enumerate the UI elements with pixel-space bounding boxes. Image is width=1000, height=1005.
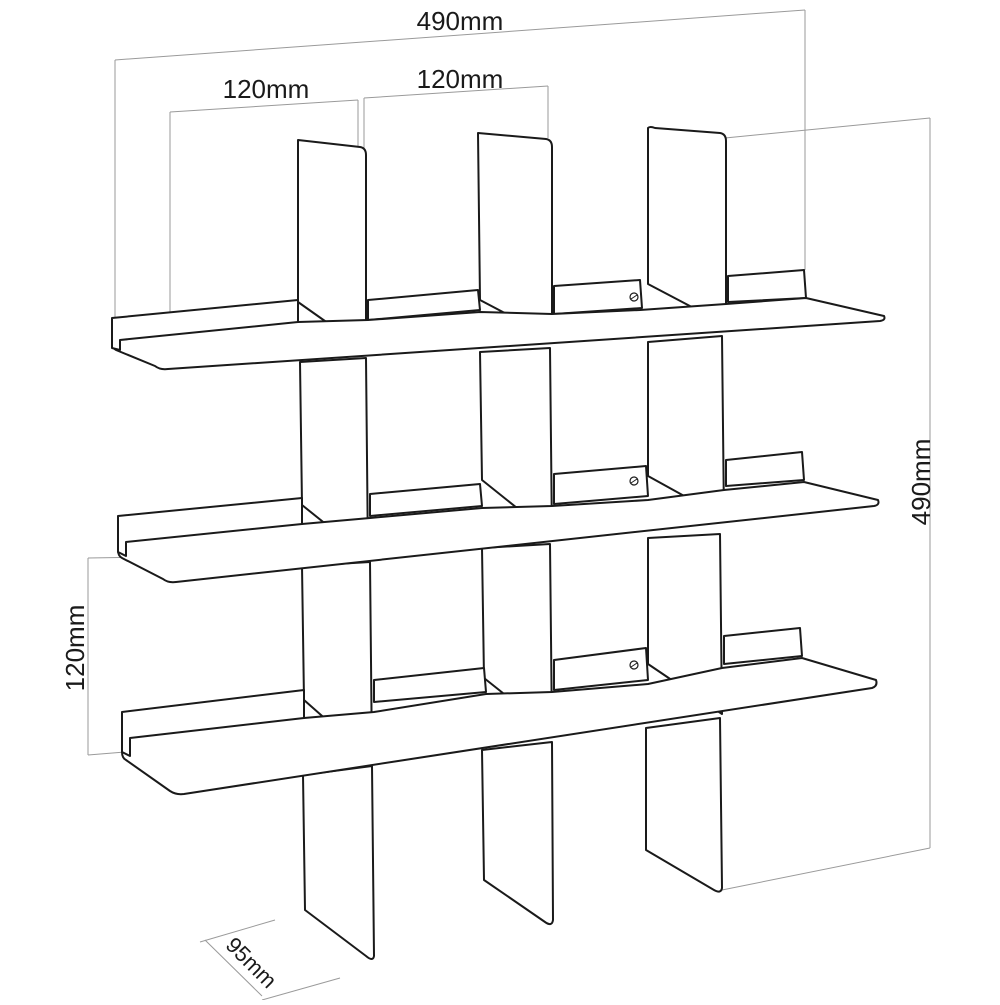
panel-a-bottom xyxy=(302,765,375,960)
screw-icon xyxy=(629,476,639,486)
shelf-2-board xyxy=(117,481,880,584)
label-total-height: 490mm xyxy=(906,439,936,526)
shelf-2-lip-c xyxy=(553,465,649,505)
dim-depth-line xyxy=(204,939,263,997)
shelf-1-lip-a xyxy=(111,299,299,351)
dim-compartment-height-ext-bottom xyxy=(87,751,126,756)
shelf-3-lip-c xyxy=(553,647,649,691)
shelf-2 xyxy=(117,451,880,584)
shelf-1 xyxy=(111,269,886,371)
shelf-1-lip-b xyxy=(367,289,481,321)
dim-compartment2-line xyxy=(363,85,549,99)
panel-b-bottom xyxy=(481,741,554,926)
label-depth: 95mm xyxy=(221,932,282,993)
divider-panel-c xyxy=(645,126,727,893)
panel-c-bottom xyxy=(645,717,723,893)
dim-total-width-line xyxy=(114,9,806,61)
dim-total-height-ext-bottom xyxy=(721,847,931,891)
panel-b-top xyxy=(477,132,553,339)
shelf-2-lip-a xyxy=(117,497,303,557)
shelf-3-lip-d xyxy=(723,627,803,665)
dim-total-height-ext-top xyxy=(724,117,931,139)
shelf-3-lip-a xyxy=(121,689,305,757)
shelf-2-lip-b xyxy=(369,483,483,517)
screw-icon xyxy=(629,292,639,302)
dim-depth-ext-bottom xyxy=(261,977,341,1001)
label-compartment-width-1: 120mm xyxy=(223,74,310,104)
panel-c-top xyxy=(647,126,727,326)
screw-icon xyxy=(629,660,639,670)
panel-c-low xyxy=(647,533,723,715)
shelf-1-lip-d xyxy=(727,269,807,303)
shelf-3-lip-b xyxy=(373,667,487,703)
shelf-3-board xyxy=(121,657,878,796)
shelf-1-lip-c xyxy=(553,279,643,315)
shelf-3 xyxy=(121,627,878,796)
label-total-width: 490mm xyxy=(417,6,504,36)
panel-a-top xyxy=(297,139,367,351)
label-compartment-height: 120mm xyxy=(60,605,90,692)
dim-compartment1-line xyxy=(169,99,359,113)
divider-panel-b xyxy=(477,132,554,926)
shelf-2-lip-d xyxy=(725,451,805,487)
label-compartment-width-2: 120mm xyxy=(417,64,504,94)
dim-depth-ext-top xyxy=(199,919,276,943)
